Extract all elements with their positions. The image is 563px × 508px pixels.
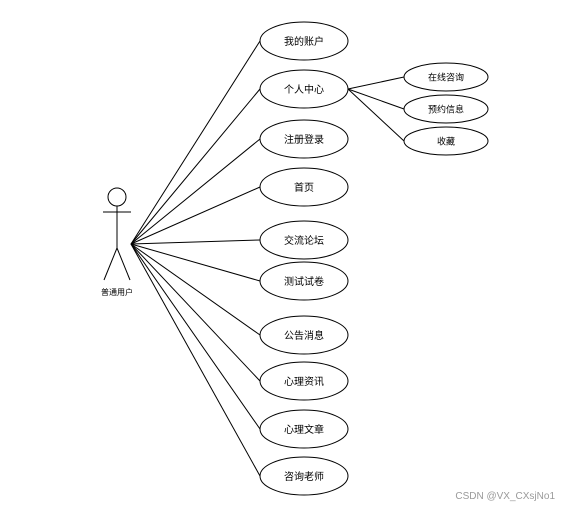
use-case-ellipse [259, 315, 349, 355]
association-personal-center [130, 88, 261, 245]
use-case-test-paper: 测试试卷 [259, 261, 349, 301]
use-case-my-account: 我的账户 [259, 21, 349, 61]
association-test-paper [130, 243, 261, 282]
actor-left-leg [103, 247, 118, 281]
use-case-personal-center: 个人中心 [259, 69, 349, 109]
actor-right-leg [116, 247, 131, 281]
use-case-psych-article: 心理文章 [259, 409, 349, 449]
actor-figure: 普通用户 [101, 187, 133, 297]
use-case-consult-teacher: 咨询老师 [259, 456, 349, 496]
use-case-ellipse [259, 261, 349, 301]
use-case-ellipse [259, 220, 349, 260]
sub-case-ellipse [403, 94, 489, 124]
association-forum [130, 239, 261, 245]
use-case-ellipse [259, 167, 349, 207]
use-case-forum: 交流论坛 [259, 220, 349, 260]
sub-case-favorites: 收藏 [403, 126, 489, 156]
association-home [130, 186, 261, 245]
use-case-label: 我的账户 [284, 35, 324, 48]
sub-association-favorites [347, 88, 405, 142]
association-register-login [130, 138, 261, 245]
use-case-label: 公告消息 [284, 329, 324, 342]
sub-association-appointment-info [347, 88, 405, 110]
association-psych-article [130, 243, 261, 430]
use-case-label: 个人中心 [284, 83, 324, 96]
watermark: CSDN @VX_CXsjNo1 [455, 491, 555, 502]
association-consult-teacher [130, 243, 261, 477]
use-case-ellipse [259, 409, 349, 449]
association-lines [130, 40, 405, 477]
use-case-label: 心理资讯 [284, 376, 324, 388]
association-my-account [130, 40, 261, 245]
use-case-label: 交流论坛 [284, 234, 324, 247]
sub-association-online-consult [347, 76, 405, 90]
use-case-label: 注册登录 [284, 133, 324, 146]
actor-label: 普通用户 [101, 287, 133, 297]
sub-case-appointment-info: 预约信息 [403, 94, 489, 124]
actor-head [107, 187, 127, 207]
use-case-label: 首页 [294, 181, 314, 194]
use-case-label: 心理文章 [284, 423, 324, 436]
sub-case-label: 在线咨询 [428, 72, 464, 84]
use-case-label: 测试试卷 [284, 275, 324, 288]
sub-case-label: 预约信息 [428, 104, 464, 116]
use-case-psych-news: 心理资讯 [259, 361, 349, 401]
sub-case-ellipse [403, 126, 489, 156]
sub-case-label: 收藏 [437, 136, 455, 148]
association-psych-news [130, 243, 261, 382]
use-case-ellipse [259, 69, 349, 109]
use-case-announcement: 公告消息 [259, 315, 349, 355]
use-case-home: 首页 [259, 167, 349, 207]
sub-case-online-consult: 在线咨询 [403, 62, 489, 92]
use-case-ellipse [259, 119, 349, 159]
use-case-ellipse [259, 21, 349, 61]
association-announcement [130, 243, 261, 336]
sub-case-ellipse [403, 62, 489, 92]
use-case-label: 咨询老师 [284, 470, 324, 483]
use-case-ellipse [259, 361, 349, 401]
use-case-ellipse [259, 456, 349, 496]
use-case-register-login: 注册登录 [259, 119, 349, 159]
